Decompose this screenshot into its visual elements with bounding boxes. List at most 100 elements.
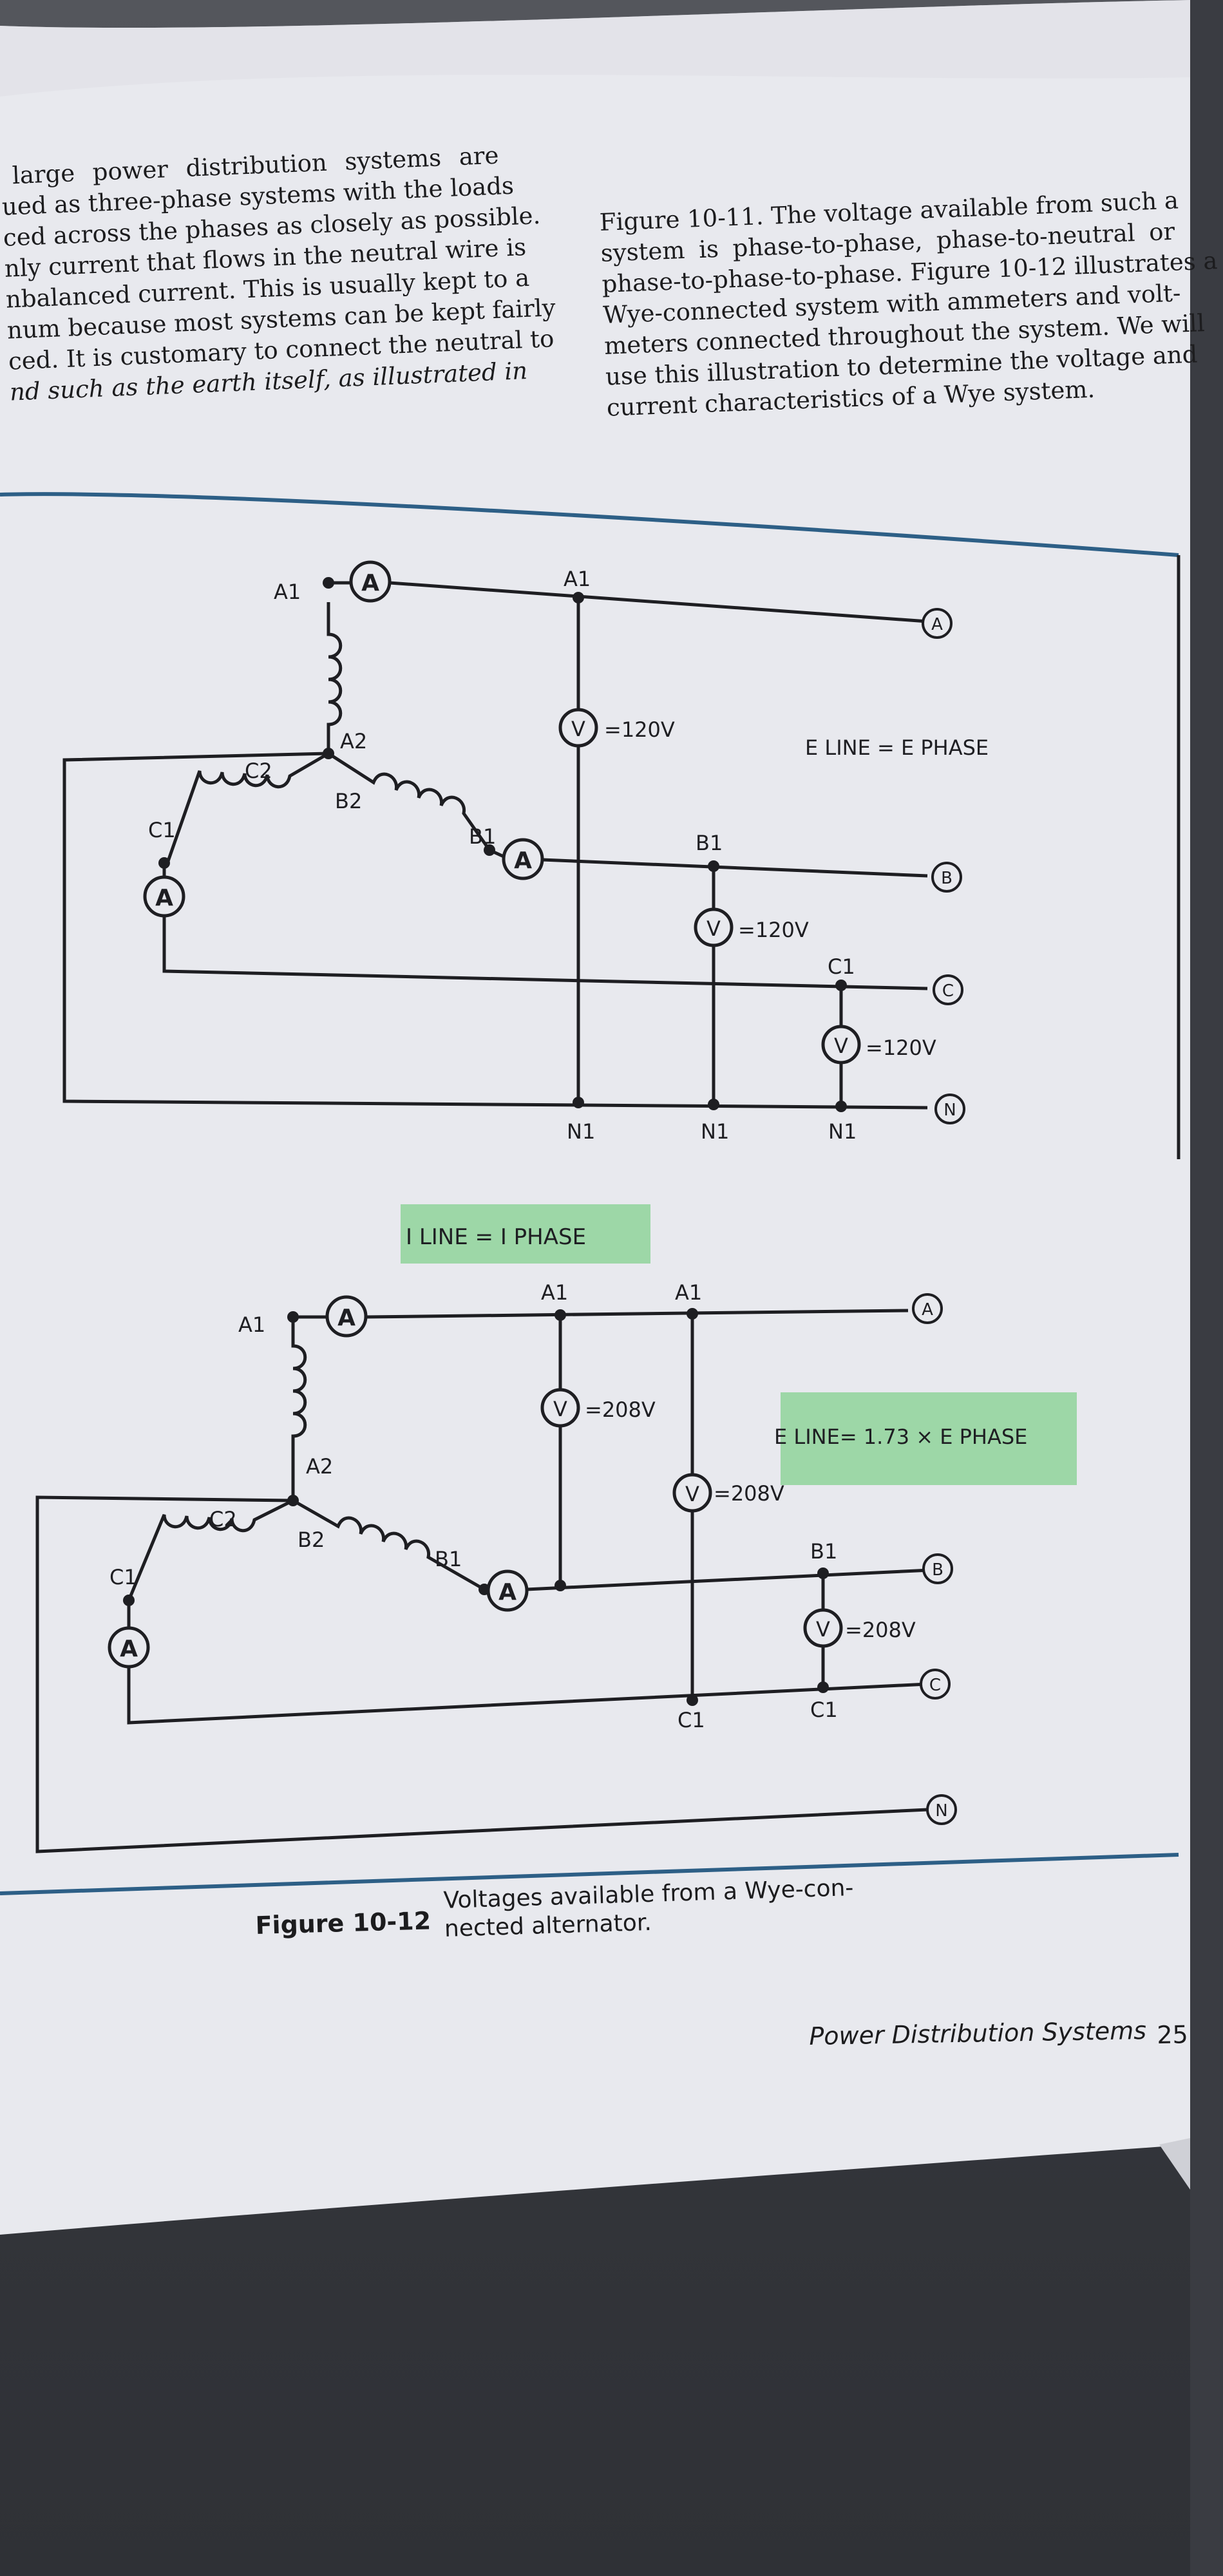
svg-text:C2: C2 <box>245 759 272 783</box>
svg-text:A: A <box>361 570 379 596</box>
svg-text:A1: A1 <box>274 580 301 604</box>
svg-text:E LINE = E PHASE: E LINE = E PHASE <box>805 735 989 760</box>
page-paper <box>0 0 1190 2235</box>
svg-text:B1: B1 <box>435 1547 462 1571</box>
svg-text:=208V: =208V <box>714 1481 784 1506</box>
neutral-wire-bottom <box>35 1495 928 1853</box>
ammeter-c-bottom: A <box>108 1626 150 1669</box>
svg-text:C: C <box>929 1676 941 1695</box>
svg-text:B2: B2 <box>335 789 362 813</box>
svg-text:C2: C2 <box>209 1507 237 1531</box>
svg-text:V: V <box>816 1617 830 1642</box>
ammeter-b-top: A <box>502 838 544 880</box>
svg-text:V: V <box>685 1482 699 1506</box>
top-diagram-dots <box>158 577 847 1112</box>
figure-top-rule <box>0 492 1179 557</box>
coil-b-bottom <box>292 1499 486 1591</box>
svg-text:A1: A1 <box>564 567 591 591</box>
svg-text:A: A <box>922 1300 933 1320</box>
svg-text:C: C <box>942 981 954 1001</box>
svg-text:B1: B1 <box>696 831 723 855</box>
top-wye-diagram <box>62 555 1180 1159</box>
coil-b-top <box>327 752 491 851</box>
svg-text:=120V: =120V <box>738 918 809 942</box>
terminal-c-bottom: C <box>920 1669 951 1700</box>
phase-a-line-bottom <box>365 1309 909 1319</box>
svg-text:B: B <box>932 1560 943 1580</box>
coil-c-top <box>166 752 330 864</box>
terminal-n-bottom: N <box>926 1794 957 1825</box>
voltmeter-3-top: V <box>821 1025 861 1065</box>
phase-c-wire-bottom <box>127 1665 928 1725</box>
svg-text:A: A <box>931 615 943 634</box>
svg-text:V: V <box>571 717 585 741</box>
terminal-n-top: N <box>934 1094 965 1124</box>
svg-text:C1: C1 <box>828 954 855 979</box>
svg-text:A1: A1 <box>675 1280 702 1305</box>
voltmeter-1-top: V <box>558 708 598 748</box>
svg-text:E LINE= 1.73 × E PHASE: E LINE= 1.73 × E PHASE <box>774 1425 1027 1449</box>
svg-text:V: V <box>553 1397 567 1421</box>
svg-text:B1: B1 <box>810 1539 837 1564</box>
bottom-wye-diagram <box>35 1309 931 1853</box>
ammeter-a-top: A <box>349 560 392 603</box>
running-footer-title: Power Distribution Systems <box>809 2016 1147 2050</box>
svg-text:V: V <box>706 916 721 941</box>
svg-text:V: V <box>834 1034 848 1058</box>
svg-text:=208V: =208V <box>845 1618 916 1642</box>
terminal-a-top: A <box>922 608 953 639</box>
highlight-voltage <box>781 1392 1077 1485</box>
terminal-c-top: C <box>933 974 963 1005</box>
svg-text:A2: A2 <box>340 729 367 753</box>
voltmeter-1-bottom: V <box>540 1388 580 1428</box>
figure-bottom-rule <box>0 1853 1179 1895</box>
phase-b-line-bottom <box>526 1568 931 1591</box>
neutral-wire-top <box>62 752 928 1110</box>
bottom-diagram-labels: A1 A2 B2 B1 C2 C1 A1 A1 B1 C1 C1 =208V =… <box>109 1224 1027 1732</box>
svg-text:C1: C1 <box>678 1708 705 1732</box>
svg-text:B1: B1 <box>469 824 496 849</box>
svg-text:N1: N1 <box>567 1119 595 1144</box>
highlight-current <box>401 1204 650 1264</box>
svg-text:N: N <box>943 1101 956 1120</box>
voltmeter-2-top: V <box>694 907 734 947</box>
terminal-b-top: B <box>931 862 962 893</box>
terminal-b-bottom: B <box>922 1553 953 1584</box>
svg-text:C1: C1 <box>109 1565 137 1589</box>
phase-c-wire-top <box>162 914 928 990</box>
voltmeter-3-bottom: V <box>803 1608 843 1648</box>
page-number: 25 <box>1157 2020 1189 2049</box>
svg-text:N: N <box>935 1801 947 1821</box>
coil-a-top <box>327 602 343 753</box>
coil-c-bottom <box>127 1499 294 1601</box>
svg-text:A2: A2 <box>306 1454 333 1479</box>
svg-text:=120V: =120V <box>866 1036 936 1060</box>
svg-text:A: A <box>155 885 173 911</box>
svg-text:B2: B2 <box>298 1528 325 1552</box>
svg-text:A: A <box>337 1305 356 1331</box>
ammeter-c-top: A <box>143 875 185 918</box>
svg-text:B: B <box>941 869 953 888</box>
svg-text:=120V: =120V <box>604 717 675 742</box>
top-diagram-labels: A1 A2 B2 B1 C2 C1 A1 B1 C1 N1 N1 N1 =120… <box>148 567 989 1144</box>
voltmeter-2-bottom: V <box>672 1473 712 1513</box>
svg-text:C1: C1 <box>148 818 176 842</box>
svg-text:A1: A1 <box>238 1312 265 1337</box>
svg-text:A1: A1 <box>541 1280 568 1305</box>
svg-text:A: A <box>498 1579 517 1605</box>
figure-caption-label: Figure 10-12 <box>255 1906 431 1940</box>
svg-text:C1: C1 <box>810 1698 838 1722</box>
terminal-a-bottom: A <box>912 1293 943 1324</box>
figure-10-12-diagram: A A A V V V A B <box>0 492 1180 1895</box>
svg-text:A: A <box>514 848 532 874</box>
coil-a-bottom <box>291 1317 307 1501</box>
ammeter-b-bottom: A <box>486 1569 529 1612</box>
book-page: large power distribution systems are ued… <box>0 0 1218 2235</box>
svg-text:N1: N1 <box>828 1119 857 1144</box>
svg-text:I LINE = I PHASE: I LINE = I PHASE <box>406 1224 586 1250</box>
svg-text:N1: N1 <box>701 1119 729 1144</box>
bottom-diagram-dots <box>123 1308 829 1706</box>
phase-a-line-top <box>389 581 928 623</box>
ammeter-a-bottom: A <box>325 1295 368 1338</box>
svg-text:A: A <box>120 1636 138 1662</box>
